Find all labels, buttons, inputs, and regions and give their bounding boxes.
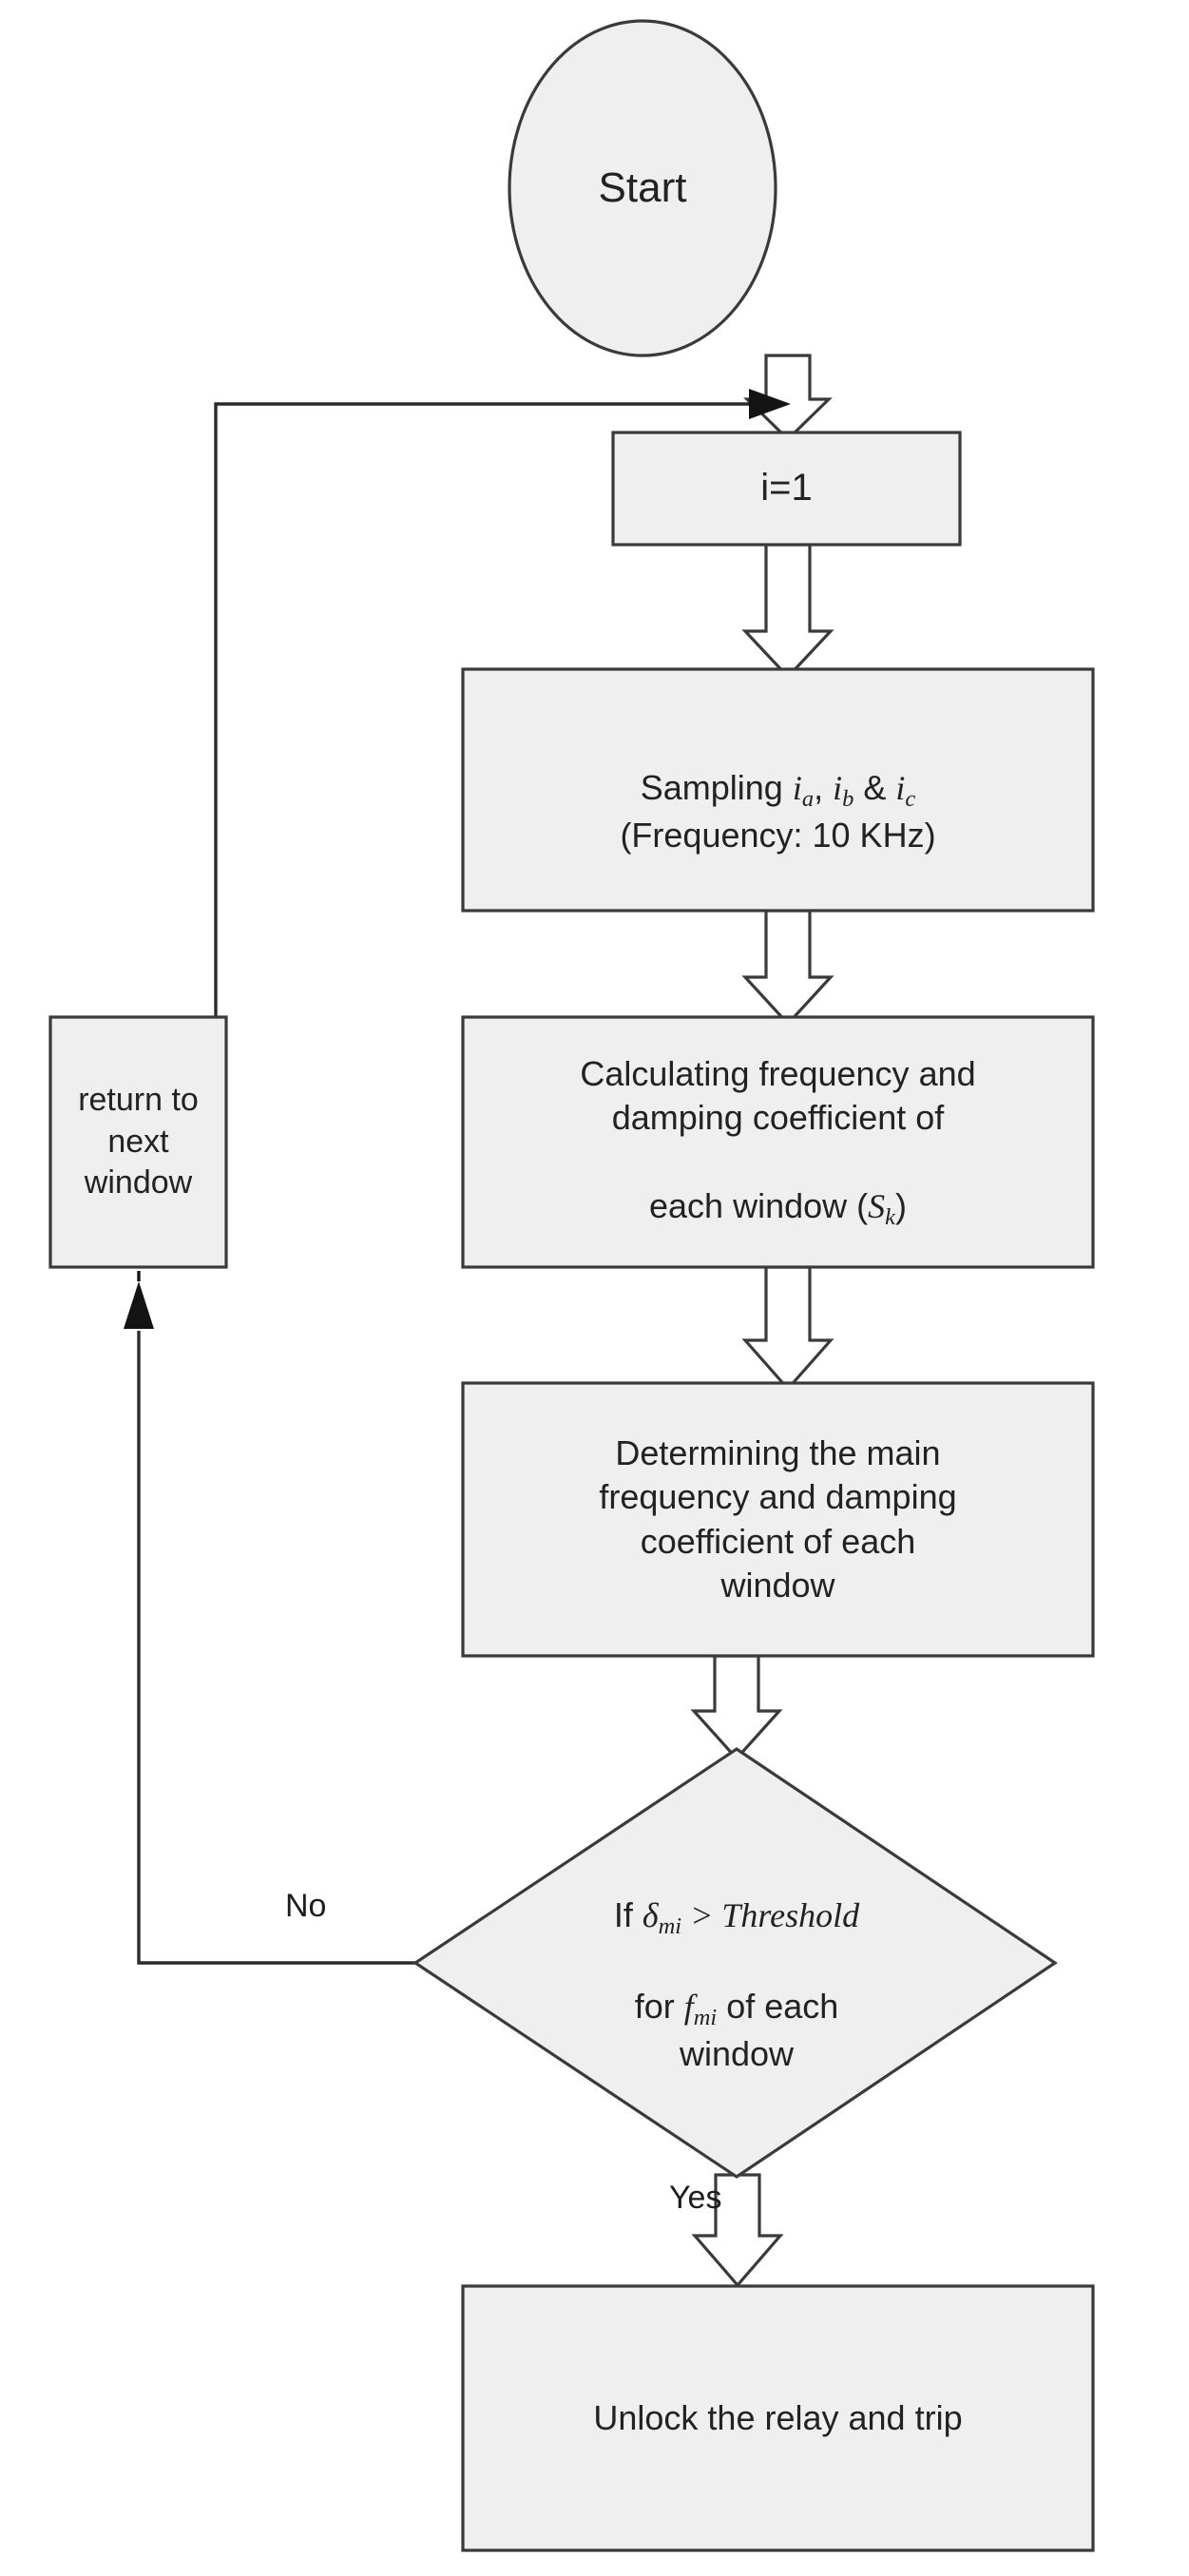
edge-label-yes: Yes <box>669 2180 722 2216</box>
node-determining-shape[interactable] <box>461 1381 1095 1658</box>
edge-init-to-sampling <box>741 543 834 680</box>
node-unlock-shape[interactable] <box>461 2284 1095 2552</box>
node-sampling-shape[interactable] <box>461 667 1095 913</box>
edge-decision-to-return <box>124 1271 415 1965</box>
node-start-shape[interactable] <box>508 19 777 357</box>
edge-determining-to-decision <box>690 1654 783 1761</box>
edge-decision-to-unlock <box>691 2173 784 2288</box>
edge-sampling-to-calculating <box>741 909 834 1027</box>
edge-calculating-to-determining <box>741 1265 834 1392</box>
node-decision-shape[interactable] <box>412 1747 1058 2179</box>
edge-label-no: No <box>285 1888 327 1924</box>
edge-return-to-init <box>214 389 791 1017</box>
node-calculating-shape[interactable] <box>461 1015 1095 1269</box>
node-return-shape[interactable] <box>48 1015 228 1269</box>
node-init-shape[interactable] <box>611 431 962 547</box>
